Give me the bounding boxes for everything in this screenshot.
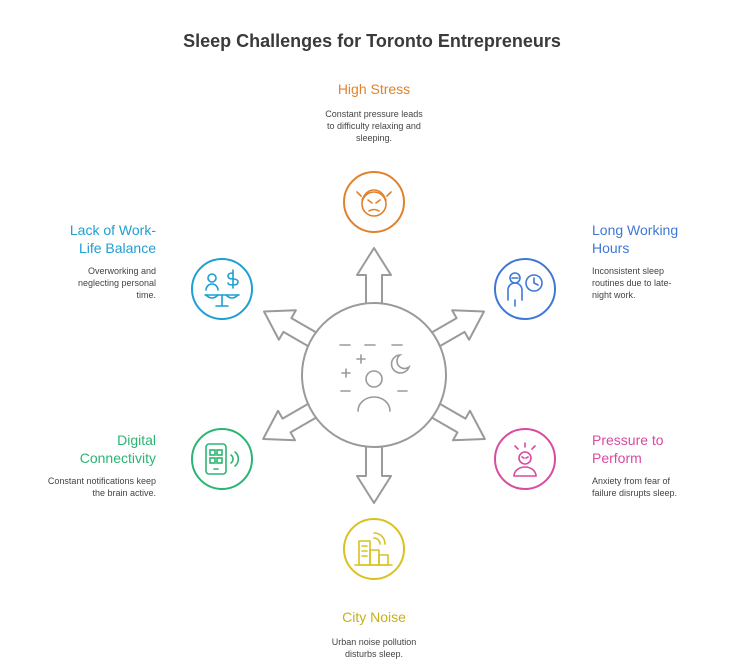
anxious-person-icon	[513, 442, 537, 477]
sleeping-person-moon-icon	[339, 344, 411, 412]
long-hours-description: Inconsistent sleep routines due to late-…	[592, 266, 672, 300]
work-life-title: Lack of Work- Life Balance	[69, 222, 156, 256]
work-life-node	[191, 258, 253, 320]
city-noise-description: Urban noise pollution disturbs sleep.	[331, 637, 417, 659]
city-noise-title: City Noise	[342, 609, 406, 625]
high-stress-description: Constant pressure leads to difficulty re…	[325, 109, 423, 143]
pressure-description: Anxiety from fear of failure disrupts sl…	[592, 476, 678, 498]
balance-scale-icon	[204, 269, 240, 307]
pressure-title: Pressure to Perform	[592, 432, 664, 466]
pressure-node	[494, 428, 556, 490]
central-circle	[301, 302, 447, 448]
high-stress-node	[343, 171, 405, 233]
long-hours-node	[494, 258, 556, 320]
digital-title: Digital Connectivity	[79, 432, 156, 466]
stressed-face-icon	[356, 189, 392, 217]
city-buildings-icon	[354, 532, 393, 566]
digital-node	[191, 428, 253, 490]
high-stress-title: High Stress	[337, 81, 411, 97]
work-life-description: Overworking and neglecting personal time…	[77, 266, 156, 300]
smartphone-notifications-icon	[205, 443, 240, 475]
city-noise-node	[343, 518, 405, 580]
person-clock-icon	[507, 272, 543, 307]
central-hub	[262, 247, 486, 504]
long-hours-title: Long Working Hours	[592, 222, 679, 256]
diagram-title: Sleep Challenges for Toronto Entrepreneu…	[183, 31, 561, 51]
digital-description: Constant notifications keep the brain ac…	[47, 476, 156, 498]
